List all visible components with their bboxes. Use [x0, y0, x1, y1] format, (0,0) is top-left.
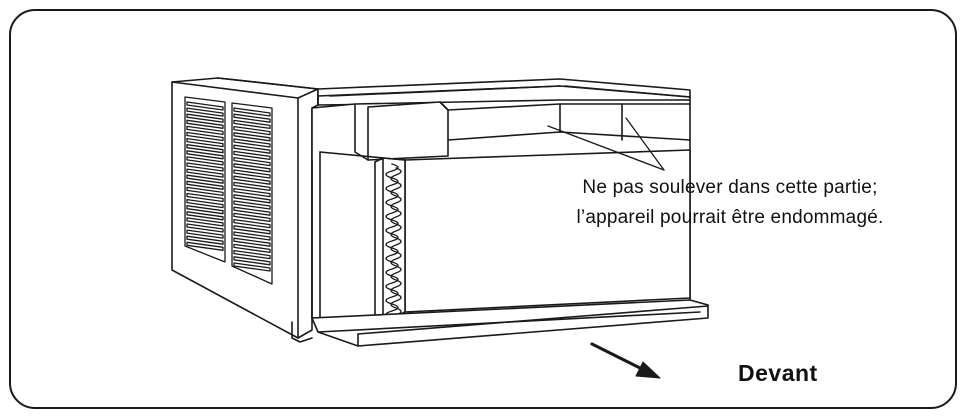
louver-slat	[233, 231, 271, 241]
front-label: Devant	[738, 360, 818, 386]
louver-slat	[186, 150, 224, 160]
coil-fins	[385, 163, 402, 323]
louver-slat	[233, 237, 271, 247]
louver-slat	[233, 119, 271, 130]
louver-slat	[186, 241, 224, 251]
louver-slat	[186, 162, 224, 172]
louver-slat	[233, 156, 271, 167]
louver-slat	[186, 131, 224, 142]
warning-line-1: Ne pas soulever dans cette partie;	[582, 177, 878, 198]
louver-slat	[233, 125, 271, 136]
louver-slat	[186, 198, 224, 209]
louver-slat	[186, 119, 224, 129]
base-pan	[311, 299, 709, 347]
warning-note: Ne pas soulever dans cette partie; l’app…	[520, 173, 940, 233]
louver-slat	[186, 223, 224, 233]
louver-slat	[186, 101, 224, 111]
louver-slat	[186, 217, 224, 227]
louver-slat	[186, 174, 224, 184]
louver-slat	[233, 138, 271, 148]
louver-slat	[233, 256, 271, 266]
louver-slat	[186, 137, 224, 148]
louver-slat	[233, 212, 271, 223]
louver-slat	[233, 113, 271, 123]
louver-slat	[233, 150, 271, 161]
louver-slat	[233, 144, 271, 154]
louver-slat	[233, 107, 271, 117]
arrow-icon	[590, 342, 661, 379]
louver-slat	[233, 200, 271, 210]
louver-slat	[186, 144, 224, 154]
louver-slat	[186, 113, 224, 123]
diagram-frame	[9, 9, 957, 409]
louver-slat	[186, 125, 224, 136]
warning-leaders	[547, 117, 665, 171]
louver-slat	[186, 205, 224, 215]
cabinet-shell	[171, 77, 319, 343]
louver-slat	[233, 187, 271, 198]
louver-slat	[186, 168, 224, 178]
louver-slat	[186, 156, 224, 166]
louver-slat	[233, 132, 271, 142]
louver-slat	[233, 163, 271, 173]
chassis-front	[311, 99, 691, 329]
louver-slat	[233, 175, 271, 185]
warning-line-2: l’appareil pourrait être endommagé.	[576, 207, 884, 228]
louver-slat	[233, 206, 271, 216]
louver-slat	[186, 235, 224, 245]
louver-slat	[233, 262, 271, 272]
louver-slat	[233, 243, 271, 254]
louver-slat	[233, 249, 271, 260]
louver-slat	[233, 218, 271, 229]
louver-slat	[233, 194, 271, 204]
louver-slat	[233, 181, 271, 192]
louver-slat	[186, 107, 224, 117]
louver-slat	[186, 186, 224, 197]
louver-slat	[186, 192, 224, 203]
louver-slat	[233, 169, 271, 179]
top-cover	[317, 78, 691, 106]
louver-slat	[186, 180, 224, 190]
side-louvers	[184, 96, 273, 285]
louver-slat	[233, 225, 271, 235]
louver-slat	[186, 229, 224, 239]
louver-slat	[186, 211, 224, 221]
